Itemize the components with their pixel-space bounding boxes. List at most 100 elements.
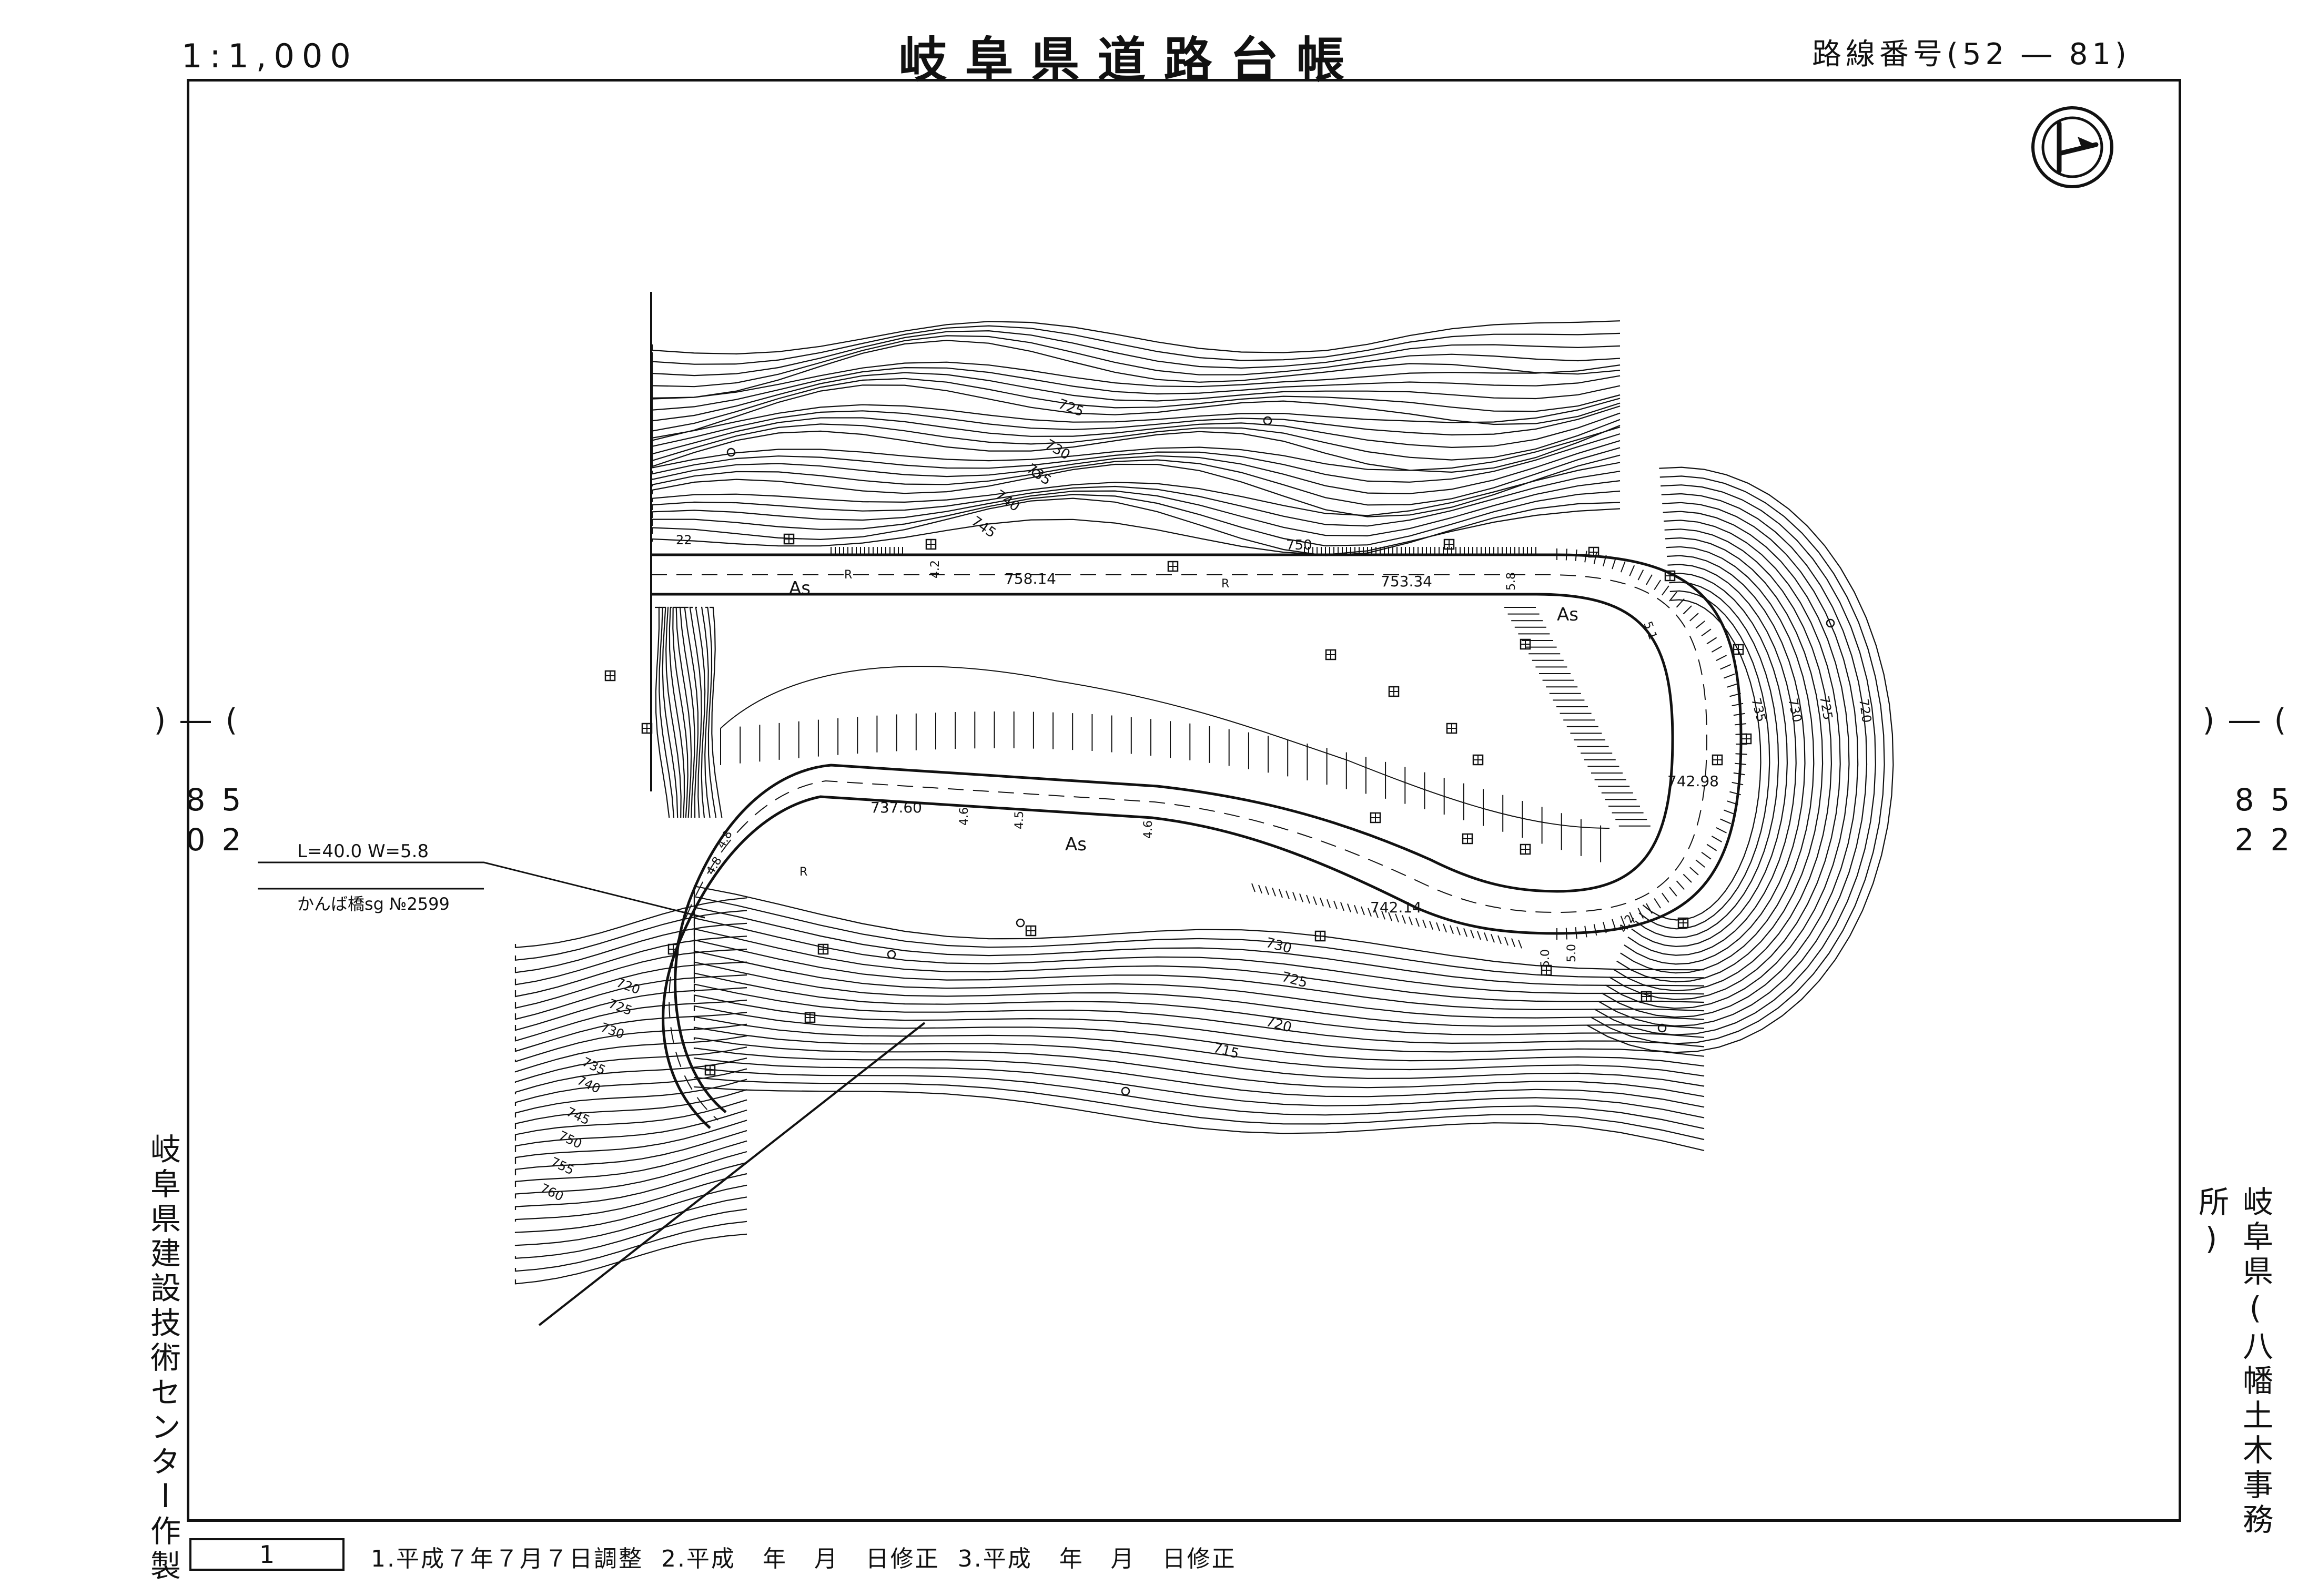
contour-line-southwest bbox=[514, 1196, 747, 1246]
contour-line-lower bbox=[693, 1057, 1705, 1119]
guard-rail-tick bbox=[1620, 561, 1626, 573]
landmark-square-icon bbox=[667, 943, 679, 955]
guard-rail-tick bbox=[1706, 637, 1717, 645]
landmark-square-icon bbox=[817, 943, 829, 955]
contour-line-southwest bbox=[514, 1046, 747, 1083]
guard-rail-tick bbox=[1497, 935, 1502, 944]
contour-label: 760 bbox=[538, 1181, 565, 1204]
guard-rail-tick bbox=[1661, 585, 1669, 596]
contour-line-lower bbox=[693, 1067, 1705, 1130]
guard-rail-tick bbox=[1429, 921, 1433, 930]
landmark-square-icon bbox=[1462, 833, 1473, 845]
landmark-square-icon bbox=[1588, 546, 1600, 558]
route-number-value: 52 ― 81 bbox=[1962, 37, 2115, 72]
vegetation-circle-icon bbox=[726, 448, 736, 457]
contour-line-lower bbox=[693, 983, 1705, 1048]
route-label: 路線番号( bbox=[1812, 37, 1962, 72]
width-label: 4.6 bbox=[1142, 820, 1155, 839]
landmark-square-icon bbox=[1740, 733, 1752, 745]
contour-line-west bbox=[710, 606, 723, 818]
contour-label: 750 bbox=[556, 1128, 584, 1152]
contour-line-upper bbox=[651, 378, 1621, 432]
width-label: 4.8 bbox=[704, 855, 725, 877]
contour-line-southwest bbox=[514, 1162, 747, 1210]
contour-line-west bbox=[659, 606, 675, 818]
elevation-upper-1: 758.14 bbox=[1005, 570, 1056, 587]
contour-line-southwest bbox=[514, 1140, 747, 1187]
contour-line-upper bbox=[651, 508, 1621, 556]
vegetation-circle-icon bbox=[1121, 1086, 1130, 1096]
guard-rail-tick bbox=[1463, 928, 1467, 937]
contour-label: 730 bbox=[1042, 436, 1073, 463]
guard-rail-tick bbox=[1306, 894, 1310, 904]
map-scale: 1:1,000 bbox=[181, 37, 358, 75]
contour-line-upper bbox=[651, 480, 1621, 537]
landmark-square-icon bbox=[1167, 561, 1179, 572]
guard-rail-tick bbox=[1258, 885, 1262, 894]
contour-line-upper bbox=[651, 340, 1621, 399]
contour-line-lower bbox=[693, 939, 1705, 1012]
guard-rail-tick bbox=[1603, 921, 1607, 933]
contour-line-lower bbox=[693, 1016, 1705, 1077]
landmark-square-icon bbox=[1641, 991, 1652, 1002]
guard-rail-tick bbox=[1575, 927, 1577, 939]
landmark-square-icon bbox=[1733, 644, 1744, 655]
contour-line-southwest bbox=[514, 1011, 747, 1052]
surface-label-2: As bbox=[1557, 604, 1578, 625]
guard-rail-tick bbox=[1669, 887, 1677, 897]
contour-line-southwest bbox=[514, 897, 747, 949]
contour-line-southwest bbox=[514, 1068, 747, 1106]
guard-rail-tick bbox=[1299, 893, 1303, 902]
width-label: 5.8 bbox=[1505, 572, 1518, 591]
landmark-square-icon bbox=[604, 670, 616, 682]
contour-line-southwest bbox=[514, 1130, 747, 1175]
guard-rail-tick bbox=[1695, 859, 1705, 868]
contour-line-upper bbox=[651, 384, 1621, 441]
width-label: 4.2 bbox=[1617, 912, 1637, 935]
contour-line-lower bbox=[693, 896, 1705, 979]
guard-rail-tick bbox=[1669, 592, 1677, 602]
guard-rail-tick bbox=[1354, 904, 1358, 914]
guard-rail-tick bbox=[1511, 938, 1515, 947]
guard-rail-tick bbox=[1504, 937, 1509, 946]
contour-line-southwest bbox=[514, 1023, 747, 1063]
guard-rail-tick bbox=[1593, 552, 1597, 564]
guard-rail-tick bbox=[1361, 906, 1365, 916]
contour-line-upper bbox=[651, 424, 1621, 473]
contour-line-southwest bbox=[514, 1233, 747, 1285]
contour-label: 715 bbox=[1211, 1040, 1241, 1062]
guard-rail-tick bbox=[1612, 919, 1616, 931]
contour-line-lower bbox=[693, 885, 1705, 971]
guard-rail-tick bbox=[1629, 565, 1635, 576]
contour-line-east bbox=[1601, 502, 1859, 1018]
guard-rail-tick bbox=[1584, 926, 1587, 938]
contour-line-upper bbox=[651, 398, 1621, 439]
guard-rail-tick bbox=[1470, 929, 1474, 939]
contour-label: 725 bbox=[606, 996, 634, 1018]
guard-rail-tick bbox=[1734, 763, 1747, 765]
contour-line-east bbox=[1638, 590, 1770, 930]
route-close: ) bbox=[2114, 37, 2131, 72]
contour-line-east bbox=[1613, 528, 1833, 991]
contour-line-upper bbox=[651, 412, 1621, 455]
contour-label: 730 bbox=[1785, 697, 1805, 724]
guard-rail-tick bbox=[1689, 613, 1699, 622]
adjacent-sheet-left: ( 52 ― 80 ) bbox=[142, 702, 249, 862]
contour-line-southwest bbox=[514, 1089, 747, 1129]
guard-rail-tick bbox=[1732, 703, 1744, 707]
width-label: 5.0 bbox=[1565, 944, 1578, 962]
contour-line-lower bbox=[693, 1077, 1705, 1141]
guard-rail-tick bbox=[1661, 892, 1669, 903]
contour-line-lower bbox=[693, 972, 1705, 1038]
guard-rail-tick bbox=[1265, 886, 1269, 895]
landmark-square-icon bbox=[704, 1064, 716, 1076]
guard-rail-tick bbox=[1518, 939, 1522, 949]
contour-line-southwest bbox=[514, 910, 747, 961]
guard-rail-tick bbox=[1724, 809, 1735, 815]
guard-rail-tick bbox=[1720, 818, 1732, 825]
contour-line-southwest bbox=[514, 1099, 747, 1141]
guard-rail-tick bbox=[1333, 900, 1338, 910]
sheet-number-box: 1 bbox=[189, 1538, 345, 1571]
slope-hatching bbox=[720, 547, 1747, 949]
guard-rail-tick bbox=[1388, 912, 1392, 921]
